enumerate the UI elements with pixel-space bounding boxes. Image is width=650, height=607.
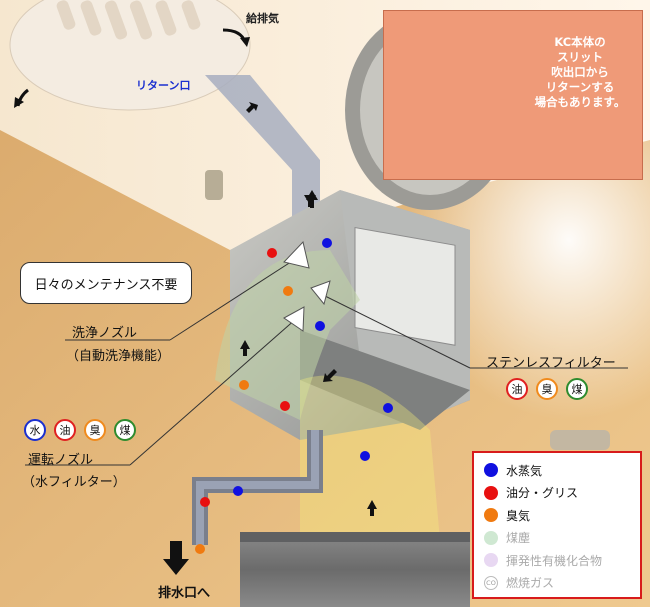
legend-label: 水蒸気 xyxy=(506,463,543,478)
filter-badge-odor: 臭 xyxy=(536,378,558,400)
return-inset: KC本体の スリット 吹出口から リターンする 場合もあります。 xyxy=(383,10,643,180)
legend-item-combustion-gas: CO 燃焼ガス xyxy=(484,572,640,595)
legend-label: 臭気 xyxy=(506,508,531,523)
inset-line: スリット xyxy=(557,50,603,64)
nozzle-badge-soot: 煤 xyxy=(114,419,136,441)
oil-dot-icon xyxy=(484,485,498,500)
inset-line: 吹出口から xyxy=(551,65,609,79)
legend-item-soot: 煤塵 xyxy=(484,527,640,550)
legend-item-odor: 臭気 xyxy=(484,504,640,527)
no-maintenance-callout: 日々のメンテナンス不要 xyxy=(20,262,192,304)
nozzle-badge-water: 水 xyxy=(24,419,46,441)
inset-text: KC本体の スリット 吹出口から リターンする 場合もあります。 xyxy=(530,35,630,110)
co-icon: CO xyxy=(484,575,498,590)
inset-line: リターンする xyxy=(545,80,615,94)
inset-line: KC本体の xyxy=(554,35,606,49)
filter-badges: 油 臭 煤 xyxy=(506,378,596,404)
legend: 水蒸気 油分・グリス 臭気 煤塵 揮発性有機化合物 CO 燃焼ガス xyxy=(472,451,642,599)
stainless-filter-label: ステンレスフィルター xyxy=(486,356,616,371)
legend-label: 燃焼ガス xyxy=(506,576,555,591)
wash-nozzle-sublabel: （自動洗浄機能） xyxy=(66,349,171,364)
run-nozzle-sublabel: （水フィルター） xyxy=(22,475,126,490)
legend-item-water-vapor: 水蒸気 xyxy=(484,459,640,482)
run-nozzle-label: 運転ノズル xyxy=(28,453,94,468)
water-vapor-dot-icon xyxy=(484,463,498,478)
voc-dot-icon xyxy=(484,553,498,568)
legend-item-oil-grease: 油分・グリス xyxy=(484,482,640,505)
wash-nozzle-label: 洗浄ノズル xyxy=(72,326,138,341)
supply-exhaust-label: 給排気 xyxy=(246,12,279,25)
nozzle-badges: 水 油 臭 煤 xyxy=(24,419,144,445)
inset-line: 場合もあります。 xyxy=(534,95,626,109)
soot-dot-icon xyxy=(484,530,498,545)
legend-item-voc: 揮発性有機化合物 xyxy=(484,549,640,572)
legend-label: 煤塵 xyxy=(506,531,531,546)
odor-dot-icon xyxy=(484,508,498,523)
return-port-label: リターン口 xyxy=(136,79,191,92)
filter-badge-oil: 油 xyxy=(506,378,528,400)
nozzle-badge-oil: 油 xyxy=(54,419,76,441)
nozzle-badge-odor: 臭 xyxy=(84,419,106,441)
no-maintenance-text: 日々のメンテナンス不要 xyxy=(34,277,178,293)
drain-label: 排水口へ xyxy=(158,586,211,601)
legend-label: 油分・グリス xyxy=(506,486,579,501)
legend-label: 揮発性有機化合物 xyxy=(506,553,603,568)
filter-badge-soot: 煤 xyxy=(566,378,588,400)
